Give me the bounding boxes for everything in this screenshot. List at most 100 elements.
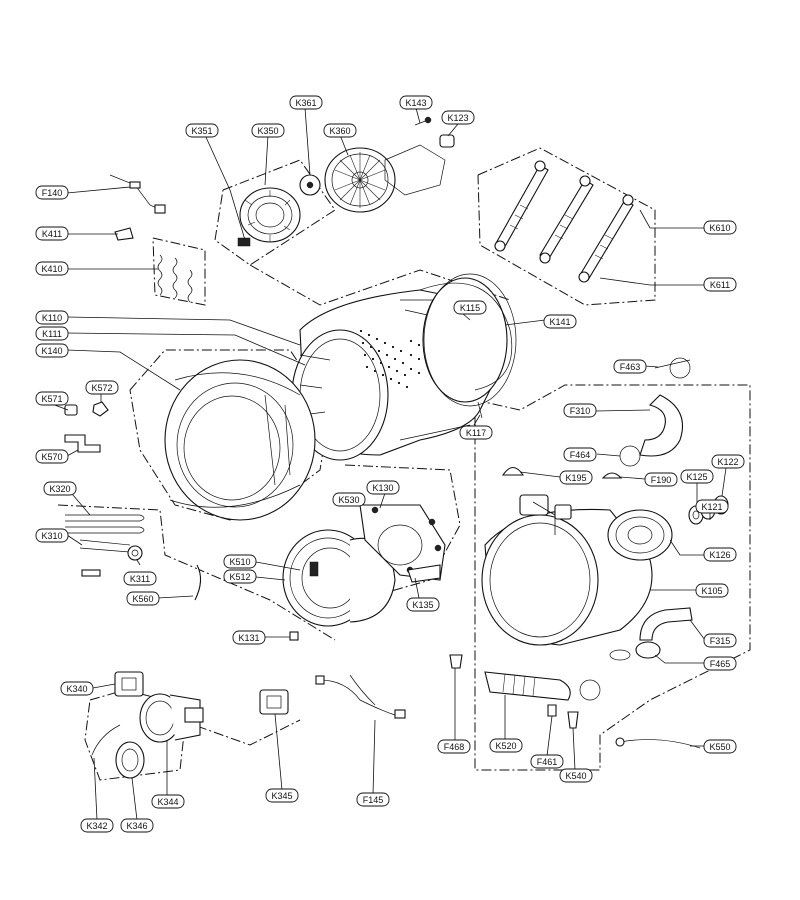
harness-f145 — [315, 674, 406, 719]
callout-f310: F310 — [563, 403, 597, 418]
callout-k117: K117 — [459, 425, 493, 440]
svg-text:K411: K411 — [42, 229, 62, 239]
svg-text:K351: K351 — [191, 126, 212, 136]
svg-text:K115: K115 — [460, 303, 480, 313]
pulley-k360 — [324, 147, 396, 213]
svg-text:K141: K141 — [549, 317, 570, 327]
callout-k195: K195 — [559, 470, 593, 485]
callout-k340: K340 — [60, 681, 94, 696]
callout-k540: K540 — [559, 768, 593, 783]
svg-text:K135: K135 — [412, 600, 433, 610]
bracket-hex — [384, 144, 446, 196]
hose-f310 — [639, 394, 684, 457]
springs-k410 — [157, 254, 193, 303]
svg-text:F463: F463 — [620, 362, 641, 372]
svg-text:K360: K360 — [329, 126, 350, 136]
svg-text:F461: F461 — [537, 757, 558, 767]
callout-k345: K345 — [265, 788, 299, 803]
svg-text:K570: K570 — [41, 452, 62, 462]
callout-k410: K410 — [35, 261, 69, 276]
callout-k121: K121 — [695, 499, 729, 514]
svg-text:K121: K121 — [701, 502, 722, 512]
svg-text:K110: K110 — [42, 313, 62, 323]
callout-k310: K310 — [35, 528, 69, 543]
svg-text:F145: F145 — [363, 795, 384, 805]
callout-k105: K105 — [695, 583, 729, 598]
sensor-k540 — [567, 711, 579, 729]
callout-k141: K141 — [543, 314, 577, 329]
damper-k610 — [494, 160, 634, 283]
callout-k115: K115 — [453, 300, 487, 315]
callout-f190: F190 — [644, 472, 678, 487]
svg-text:K610: K610 — [709, 223, 730, 233]
front-tub-k140 — [164, 359, 316, 521]
elbow-k570 — [64, 434, 101, 453]
svg-text:K123: K123 — [447, 113, 468, 123]
motor-k345 — [259, 689, 289, 715]
svg-text:K350: K350 — [257, 126, 278, 136]
drum-k110 — [291, 273, 517, 461]
cap-f190 — [601, 472, 623, 479]
callout-k520: K520 — [489, 738, 523, 753]
nozzle-f461 — [547, 704, 557, 717]
svg-text:K520: K520 — [495, 741, 516, 751]
svg-text:K361: K361 — [295, 98, 316, 108]
callout-labels: K361 K143 K123 K351 K350 K360 F140 K411 … — [35, 95, 745, 833]
svg-text:K105: K105 — [701, 586, 722, 596]
svg-text:K125: K125 — [686, 472, 707, 482]
callout-f463: F463 — [613, 359, 647, 374]
callout-k361: K361 — [289, 95, 323, 110]
callout-k512: K512 — [223, 569, 257, 584]
valve-f468 — [449, 654, 463, 669]
svg-text:K346: K346 — [126, 821, 147, 831]
spider-k350 — [237, 187, 301, 247]
svg-text:K344: K344 — [157, 797, 178, 807]
callout-k320: K320 — [43, 481, 77, 496]
svg-text:K530: K530 — [338, 495, 359, 505]
wire-f140 — [109, 174, 166, 214]
svg-text:K140: K140 — [41, 346, 62, 356]
callout-k135: K135 — [406, 597, 440, 612]
wire-k550 — [615, 737, 701, 749]
callout-k570: K570 — [35, 449, 69, 464]
svg-text:K111: K111 — [42, 329, 62, 339]
svg-text:K572: K572 — [91, 383, 112, 393]
cap-k571 — [64, 404, 78, 416]
svg-text:F464: F464 — [570, 450, 591, 460]
svg-text:K550: K550 — [709, 742, 730, 752]
callout-f468: F468 — [437, 739, 471, 754]
callout-f140: F140 — [35, 185, 69, 200]
callout-k110: K110 — [35, 310, 69, 325]
bolt-k117 — [477, 401, 483, 419]
callout-f465: F465 — [703, 656, 737, 671]
callout-k350: K350 — [251, 123, 285, 138]
svg-text:K126: K126 — [709, 550, 730, 560]
ring-k141 — [419, 282, 513, 391]
clamp-f463 — [654, 357, 691, 379]
callout-k360: K360 — [323, 123, 357, 138]
callout-k126: K126 — [703, 547, 737, 562]
svg-text:F468: F468 — [444, 742, 465, 752]
callout-k572: K572 — [85, 380, 119, 395]
callout-k530: K530 — [332, 492, 366, 507]
svg-text:F310: F310 — [570, 406, 591, 416]
svg-text:F315: F315 — [710, 636, 731, 646]
callout-k111: K111 — [35, 326, 69, 341]
svg-text:K510: K510 — [229, 557, 250, 567]
seal-k311 — [127, 545, 143, 561]
callout-k411: K411 — [35, 226, 69, 241]
callout-k123: K123 — [441, 110, 475, 125]
bolt-k143 — [414, 116, 432, 126]
svg-text:F190: F190 — [651, 475, 672, 485]
svg-text:K512: K512 — [229, 572, 250, 582]
svg-text:K571: K571 — [41, 394, 62, 404]
hose-f315 — [635, 607, 693, 659]
clamp-f465 — [609, 649, 631, 661]
svg-text:K311: K311 — [130, 574, 150, 584]
callout-k125: K125 — [680, 469, 714, 484]
callout-f145: F145 — [356, 792, 390, 807]
callout-k560: K560 — [126, 591, 160, 606]
rotor-k361 — [299, 174, 321, 196]
nut-k572 — [92, 401, 109, 417]
